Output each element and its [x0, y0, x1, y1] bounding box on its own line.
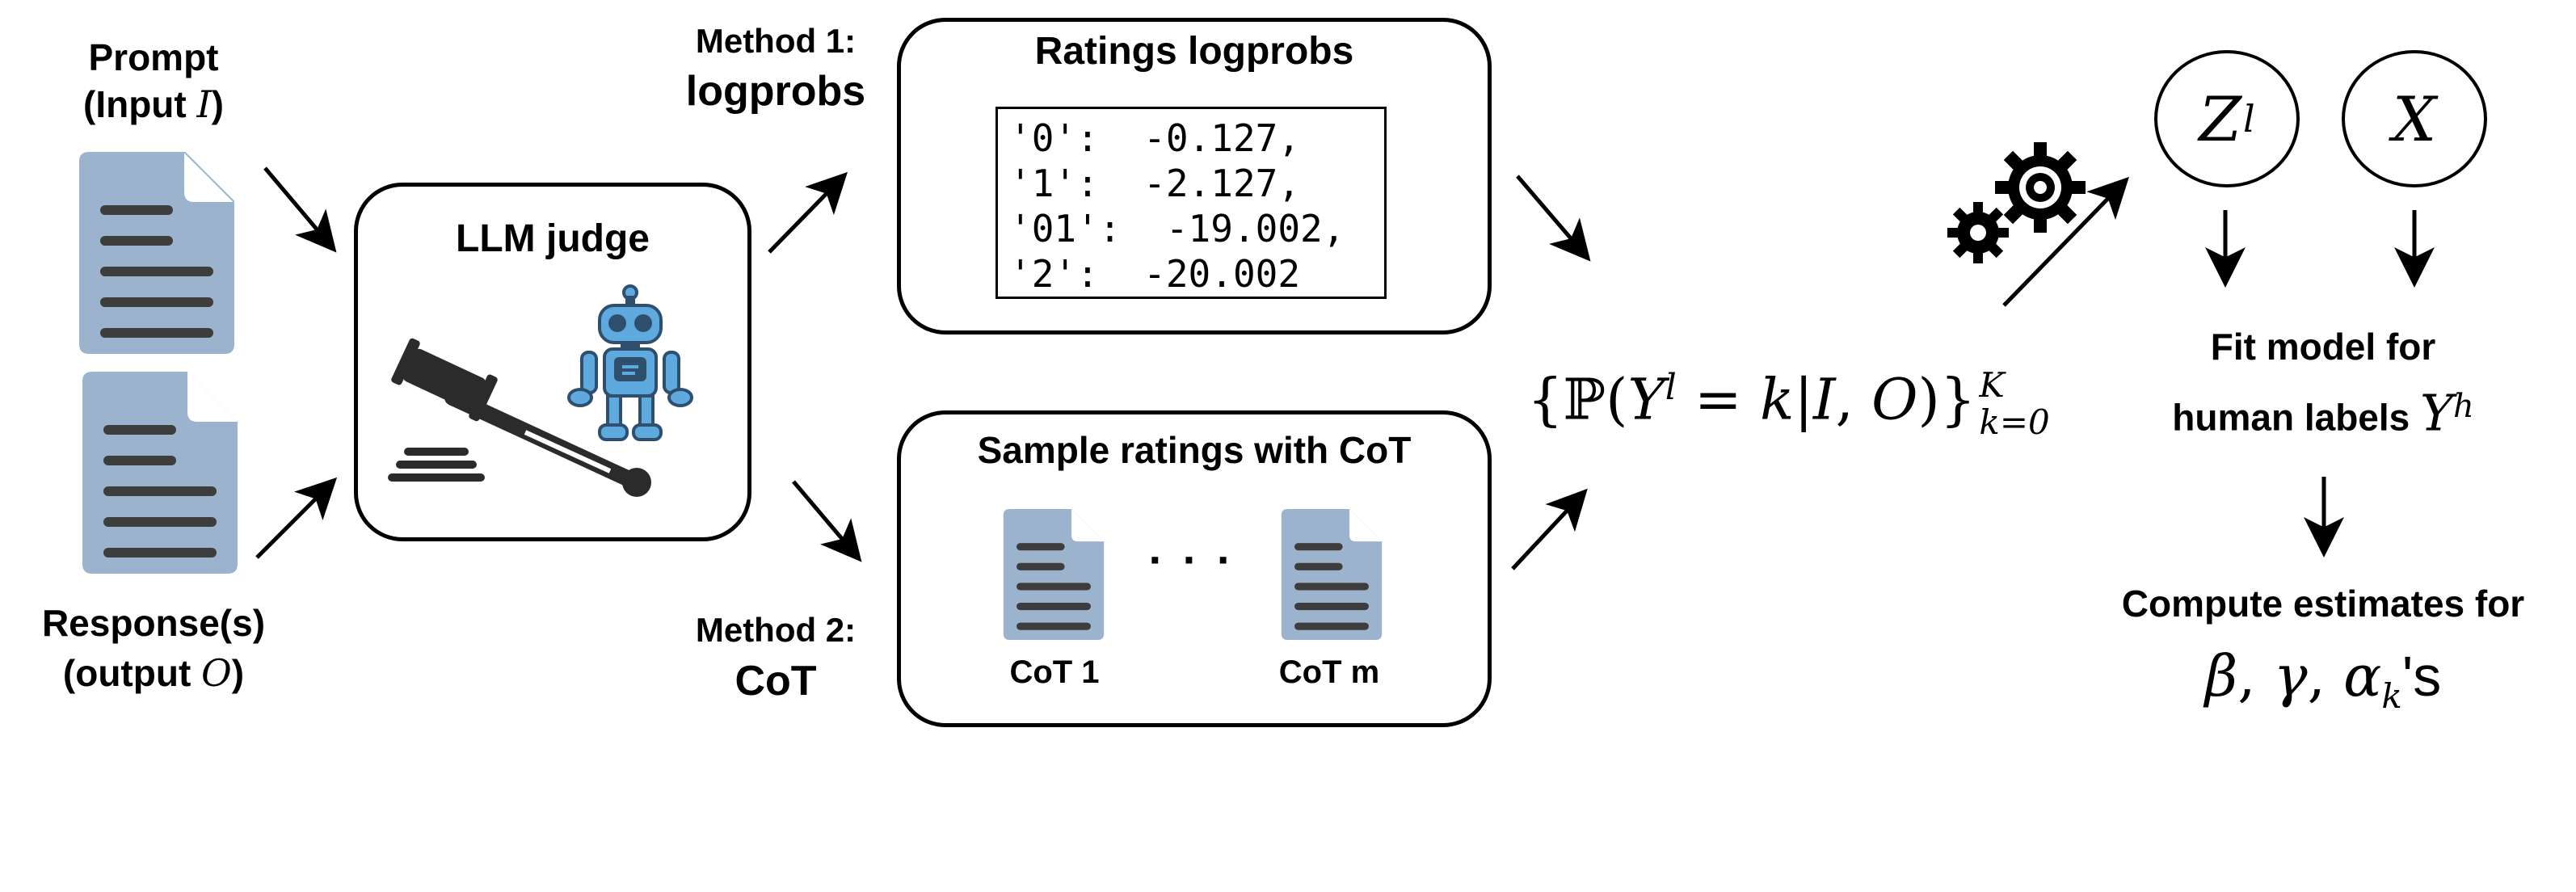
prompt-label: Prompt (Input I) — [48, 34, 259, 128]
arrow-judge-to-method2 — [792, 480, 862, 562]
cot-box-title: Sample ratings with CoT — [977, 429, 1412, 471]
arrow-method1-to-formula — [1516, 175, 1591, 262]
prompt-title: Prompt — [88, 36, 219, 78]
arrow-prompt-to-judge — [263, 166, 337, 253]
cot1-label: CoT 1 — [1009, 654, 1100, 690]
fit-model-line2: human labels Yh — [2172, 383, 2474, 443]
gavel-icon — [388, 338, 651, 497]
method1-label-line1: Method 1: — [695, 22, 857, 60]
arrow-judge-to-method1 — [768, 171, 848, 254]
cotm-label: CoT m — [1278, 654, 1380, 690]
prompt-subtitle: (Input I) — [83, 82, 224, 126]
arrow-method2-to-formula — [1511, 488, 1588, 570]
method2-label-line2: CoT — [734, 658, 817, 705]
llm-judge-title: LLM judge — [456, 217, 650, 260]
cotm-document-icon — [1281, 509, 1383, 640]
method2-label: Method 2: CoT — [663, 606, 889, 708]
robot-icon — [567, 284, 693, 441]
cot-ellipsis: · · · — [1148, 534, 1235, 585]
logprob-row: '2': -20.002 — [1009, 252, 1301, 296]
response-title: Response(s) — [41, 602, 266, 644]
response-subtitle: (output O) — [62, 651, 245, 695]
method2-label-line1: Method 2: — [695, 611, 857, 649]
compute-estimates-label: Compute estimates for β, γ, αk's — [2069, 575, 2576, 741]
arrow-gears-to-z — [2002, 176, 2129, 307]
fit-model-label: Fit model for human labels Yh — [2101, 317, 2545, 447]
gears-icon — [1947, 142, 2086, 263]
response-document-icon — [82, 372, 238, 574]
cot1-document-icon — [1003, 509, 1105, 640]
compute-params: β, γ, αk's — [2204, 643, 2442, 716]
method1-label-line2: logprobs — [685, 68, 866, 115]
x-variable-circle: X — [2342, 50, 2487, 187]
cot-box — [897, 410, 1492, 727]
response-label: Response(s) (output O) — [16, 598, 291, 698]
logprob-row: '0': -0.127, — [1009, 116, 1301, 160]
fit-model-line1: Fit model for — [2210, 326, 2436, 368]
prompt-document-icon — [79, 152, 234, 354]
method1-label: Method 1: logprobs — [663, 18, 889, 118]
arrow-response-to-judge — [255, 477, 338, 559]
logprob-row: '01': -19.002, — [1009, 207, 1345, 250]
ratings-logprobs-title: Ratings logprobs — [1034, 30, 1354, 73]
compute-line1: Compute estimates for — [2121, 583, 2525, 625]
logprobs-table: '0': -0.127, '1': -2.127, '01': -19.002,… — [995, 107, 1387, 299]
logprob-row: '1': -2.127, — [1009, 162, 1301, 205]
